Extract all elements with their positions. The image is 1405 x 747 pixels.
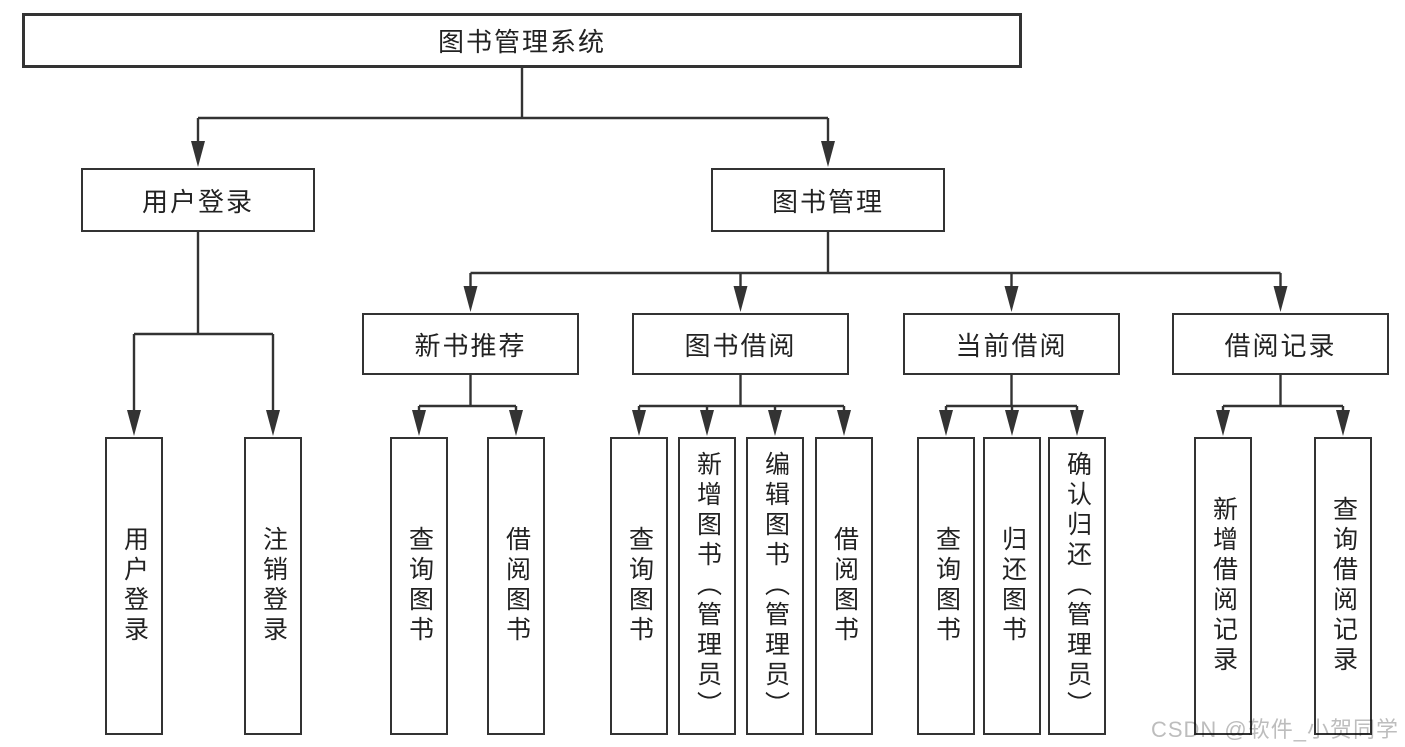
node-bb-borrow-label: 借阅图书 [830, 526, 859, 646]
node-book-borrow-label: 图书借阅 [684, 330, 797, 361]
node-book-borrow: 图书借阅 [632, 313, 849, 375]
arrowhead-icon-borrow-record [1273, 286, 1288, 312]
node-cb-search: 查询图书 [917, 437, 975, 735]
node-br-search-label: 查询借阅记录 [1329, 496, 1358, 676]
node-root: 图书管理系统 [22, 13, 1022, 68]
node-bb-search: 查询图书 [610, 437, 668, 735]
node-cb-return: 归还图书 [983, 437, 1041, 735]
arrowhead-icon-current-borrow [1004, 286, 1019, 312]
node-nb-search: 查询图书 [390, 437, 448, 735]
node-logout: 注销登录 [244, 437, 302, 735]
arrowhead-icon-user-login [191, 141, 205, 167]
node-current-borrow-label: 当前借阅 [955, 330, 1068, 361]
arrowhead-icon-logout [266, 410, 280, 436]
node-new-book: 新书推荐 [362, 313, 579, 375]
arrowhead-icon-new-book [463, 286, 478, 312]
arrowhead-icon-bb-add [700, 410, 714, 436]
node-book-mgmt: 图书管理 [711, 168, 945, 232]
node-br-add: 新增借阅记录 [1194, 437, 1252, 735]
node-nb-search-label: 查询图书 [405, 526, 434, 646]
arrowhead-icon-cb-search [939, 410, 953, 436]
node-bb-add-label: 新增图书（管理员） [693, 451, 722, 721]
node-login-label: 用户登录 [120, 526, 149, 646]
arrowhead-icon-nb-search [412, 410, 426, 436]
arrowhead-icon-br-search [1336, 410, 1350, 436]
node-nb-borrow: 借阅图书 [487, 437, 545, 735]
arrowhead-icon-br-add [1216, 410, 1230, 436]
node-bb-edit: 编辑图书（管理员） [746, 437, 804, 735]
node-bb-add: 新增图书（管理员） [678, 437, 736, 735]
node-cb-return-label: 归还图书 [998, 526, 1027, 646]
node-br-add-label: 新增借阅记录 [1209, 496, 1238, 676]
node-cb-search-label: 查询图书 [932, 526, 961, 646]
arrowhead-icon-book-mgmt [821, 141, 835, 167]
node-cb-confirm-label: 确认归还（管理员） [1063, 451, 1092, 721]
arrowhead-icon-cb-confirm [1070, 410, 1084, 436]
node-logout-label: 注销登录 [259, 526, 288, 646]
node-login: 用户登录 [105, 437, 163, 735]
node-current-borrow: 当前借阅 [903, 313, 1120, 375]
node-cb-confirm: 确认归还（管理员） [1048, 437, 1106, 735]
node-bb-search-label: 查询图书 [625, 526, 654, 646]
node-br-search: 查询借阅记录 [1314, 437, 1372, 735]
node-user-login: 用户登录 [81, 168, 315, 232]
node-root-label: 图书管理系统 [437, 27, 606, 57]
arrowhead-icon-nb-borrow [509, 410, 523, 436]
watermark: CSDN @软件_小贺同学 [1150, 717, 1399, 742]
node-new-book-label: 新书推荐 [414, 330, 527, 361]
node-bb-edit-label: 编辑图书（管理员） [761, 451, 790, 721]
arrowhead-icon-bb-edit [768, 410, 782, 436]
node-borrow-record-label: 借阅记录 [1224, 330, 1337, 361]
node-nb-borrow-label: 借阅图书 [502, 526, 531, 646]
arrowhead-icon-login [127, 410, 141, 436]
node-borrow-record: 借阅记录 [1172, 313, 1389, 375]
arrowhead-icon-book-borrow [733, 286, 748, 312]
node-book-mgmt-label: 图书管理 [771, 186, 884, 217]
node-bb-borrow: 借阅图书 [815, 437, 873, 735]
arrowhead-icon-bb-borrow [837, 410, 851, 436]
node-user-login-label: 用户登录 [141, 186, 254, 217]
arrowhead-icon-cb-return [1005, 410, 1019, 436]
arrowhead-icon-bb-search [632, 410, 646, 436]
